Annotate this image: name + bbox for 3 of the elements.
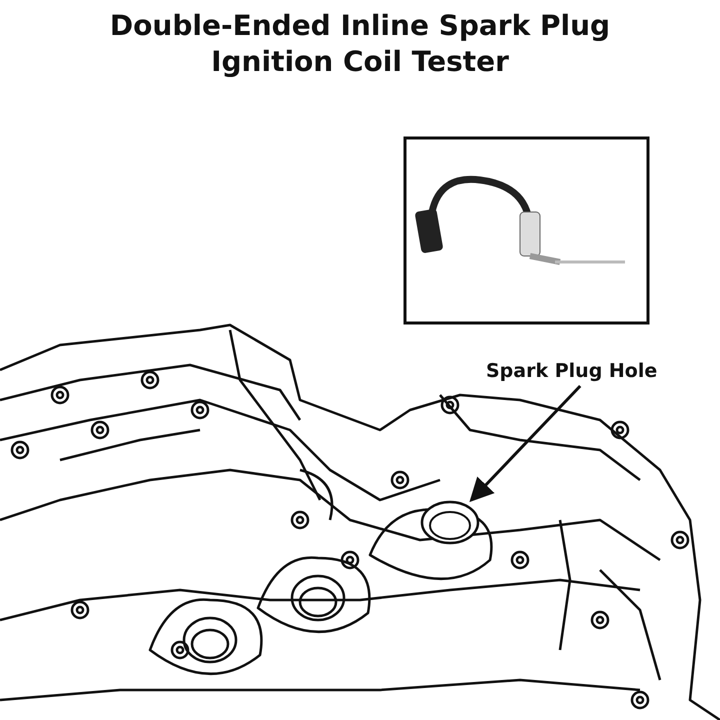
leader-arrow — [469, 384, 582, 502]
callout-label: Spark Plug Hole — [486, 360, 658, 382]
title: Double-Ended Inline Spark Plug Ignition Coil Tester — [108, 8, 612, 80]
